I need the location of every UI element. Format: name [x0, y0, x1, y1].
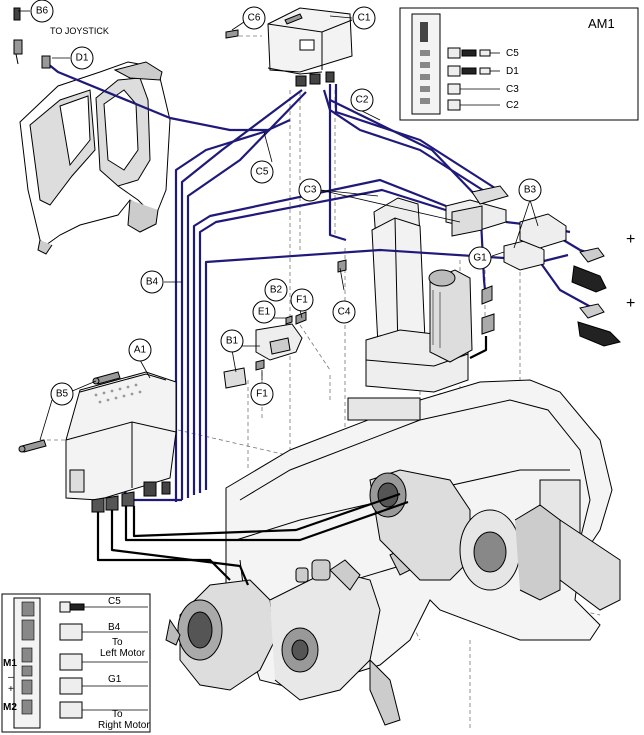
leader-lines [18, 10, 539, 441]
callout-c1-text: C1 [358, 13, 371, 24]
battery-terminal-plus-bottom: + [626, 295, 635, 312]
suspension-springs [295, 559, 331, 583]
callout-c5: C5 [250, 160, 274, 184]
callout-b5: B5 [50, 382, 74, 406]
inset-port-m1: M1 [3, 658, 17, 669]
callout-e1-text: E1 [258, 307, 271, 318]
callout-f1-bottom: F1 [250, 382, 274, 406]
callouts: B6 D1 C6 C1 C2 C5 C3 B3 G1 B4 C4 B2 F1 E… [30, 0, 542, 406]
joystick-connector [13, 7, 51, 69]
connector-c4 [337, 259, 347, 273]
connectors-c3 [445, 185, 509, 237]
controller-vents [94, 383, 142, 404]
controller-module [65, 371, 177, 513]
callout-c3-text: C3 [304, 185, 317, 196]
callout-a1-text: A1 [134, 345, 147, 356]
to-joystick-label: TO JOYSTICK [50, 26, 109, 36]
callout-b3-text: B3 [524, 185, 537, 196]
callout-b3: B3 [518, 178, 542, 202]
battery-terminal-plus-top: + [626, 231, 635, 248]
am1-title: AM1 [588, 16, 615, 31]
inset-label-g1: G1 [108, 674, 122, 685]
inset-port-m2: M2 [3, 702, 17, 713]
callout-c1: C1 [352, 6, 376, 30]
callout-c4: C4 [332, 300, 356, 324]
callout-f1-top-text: F1 [296, 295, 308, 306]
circuit-breaker-b1 [223, 367, 247, 389]
callout-b6-text: B6 [36, 6, 49, 17]
controller-port-inset: M1 – + M2 C5 B4 To Left Motor G1 To Righ… [1, 593, 151, 733]
callout-c3: C3 [298, 178, 322, 202]
am1-port-pins [420, 50, 430, 104]
inset-port-blocks [21, 601, 35, 715]
callout-a1: A1 [128, 338, 152, 362]
inset-label-right-motor-1: To [112, 709, 123, 720]
inset-label-b4: B4 [108, 622, 121, 633]
callout-b2-text: B2 [270, 285, 283, 296]
inset-label-left-motor-2: Left Motor [100, 648, 146, 659]
callout-b2: B2 [264, 278, 288, 302]
bracket-e1 [255, 323, 303, 361]
callout-c6-text: C6 [248, 13, 261, 24]
callout-b4: B4 [140, 270, 164, 294]
inset-label-c5: C5 [108, 596, 121, 607]
am1-label-d1: D1 [506, 66, 519, 77]
callout-f1-top: F1 [290, 288, 314, 312]
screw-c6 [225, 29, 239, 39]
inset-leader-lines [82, 606, 148, 711]
callout-c5-text: C5 [256, 167, 269, 178]
motor-cables [96, 336, 488, 586]
inset-label-left-motor-1: To [112, 637, 123, 648]
am1-inset: AM1 C5 D1 C3 C2 [399, 7, 639, 121]
inset-port-minus: – [8, 672, 14, 683]
am1-label-c2: C2 [506, 100, 519, 111]
callout-c2: C2 [350, 88, 374, 112]
callout-c6: C6 [242, 6, 266, 30]
left-drive-motor [165, 559, 401, 726]
am1-label-c5: C5 [506, 48, 519, 59]
callout-c2-text: C2 [356, 95, 369, 106]
callout-f1-bottom-text: F1 [256, 389, 268, 400]
callout-e1: E1 [252, 300, 276, 324]
callout-b4-text: B4 [146, 277, 159, 288]
am1-leader-lines [460, 52, 500, 106]
mounting-screws-b5 [18, 371, 121, 453]
module-c1 [267, 7, 353, 87]
callout-d1: D1 [70, 46, 94, 70]
inset-port-plus: + [8, 684, 14, 695]
mounting-plate [19, 61, 171, 255]
callout-b6: B6 [30, 0, 54, 23]
connector-g1-mount [481, 285, 495, 335]
callout-d1-text: D1 [76, 53, 89, 64]
callout-g1: G1 [468, 246, 492, 270]
callout-g1-text: G1 [473, 253, 487, 264]
battery-connectors-b3 [503, 213, 621, 347]
callout-b5-text: B5 [56, 389, 69, 400]
inset-label-right-motor-2: Right Motor [98, 720, 150, 731]
callout-b1-label: B1 [220, 329, 244, 353]
right-drive-motor [369, 469, 561, 601]
callout-b1-text: B1 [226, 336, 239, 347]
am1-plugs [447, 47, 491, 111]
screws-f1 [255, 311, 307, 371]
callout-c4-text: C4 [338, 307, 351, 318]
am1-label-c3: C3 [506, 84, 519, 95]
